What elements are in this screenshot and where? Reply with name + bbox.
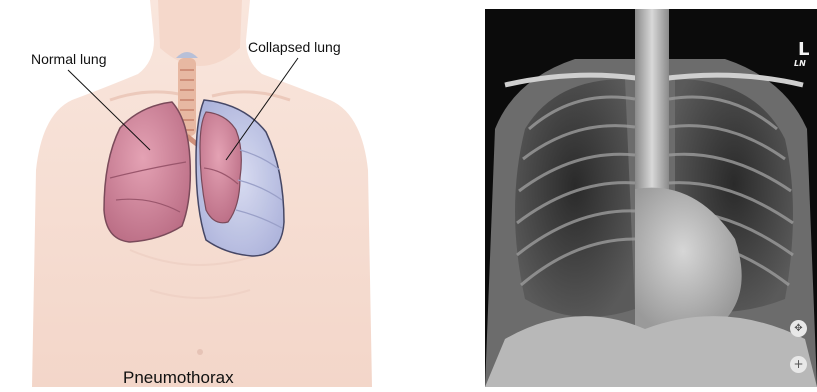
move-control-button[interactable]: ✥ (790, 320, 807, 337)
xray-side-marker: L (798, 39, 809, 60)
xray-side-marker-sub: LN (794, 59, 806, 68)
neck (158, 0, 242, 66)
pneumothorax-illustration: Normal lung Collapsed lung Pneumothorax (0, 0, 400, 387)
collapsed-lung (200, 112, 241, 223)
zoom-in-button[interactable]: + (790, 356, 807, 373)
normal-lung-label: Normal lung (31, 51, 106, 67)
xray-rendering (485, 9, 817, 387)
chest-xray-image: L LN ✥ + (485, 9, 817, 387)
collapsed-lung-label: Collapsed lung (248, 39, 341, 55)
diagram-caption: Pneumothorax (123, 368, 234, 388)
